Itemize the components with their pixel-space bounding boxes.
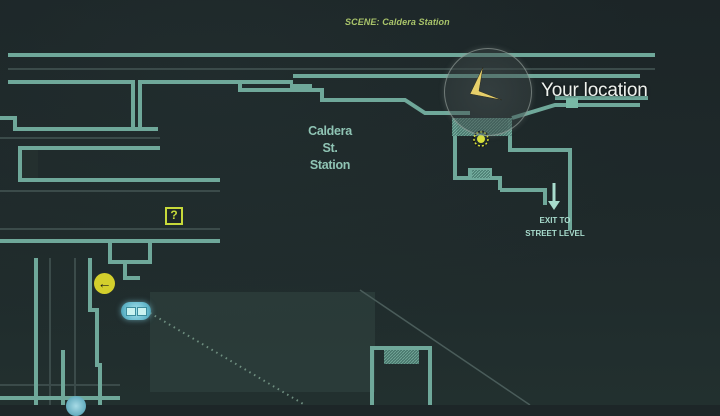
arrow-pointer-icon (469, 66, 503, 101)
station-label-line1: Caldera St. (308, 124, 352, 155)
exit-label-line2: STREET LEVEL (525, 229, 585, 238)
player-location-marker[interactable] (444, 48, 532, 136)
exit-label: EXIT TO STREET LEVEL (520, 214, 590, 240)
station-label-line2: Station (309, 158, 351, 172)
station-label: Caldera St. Station (300, 123, 360, 174)
question-mark-icon[interactable]: ? (165, 207, 183, 225)
your-location-label: Your location (541, 80, 648, 101)
exit-label-line1: EXIT TO (539, 216, 571, 225)
waypoint-dot-icon (66, 396, 86, 416)
map-walls (0, 53, 655, 405)
arrow-left-icon[interactable]: ← (94, 273, 115, 294)
exit-arrow-icon (548, 183, 560, 210)
scene-title: SCENE: Caldera Station (345, 17, 450, 27)
device-icon[interactable] (121, 302, 151, 320)
